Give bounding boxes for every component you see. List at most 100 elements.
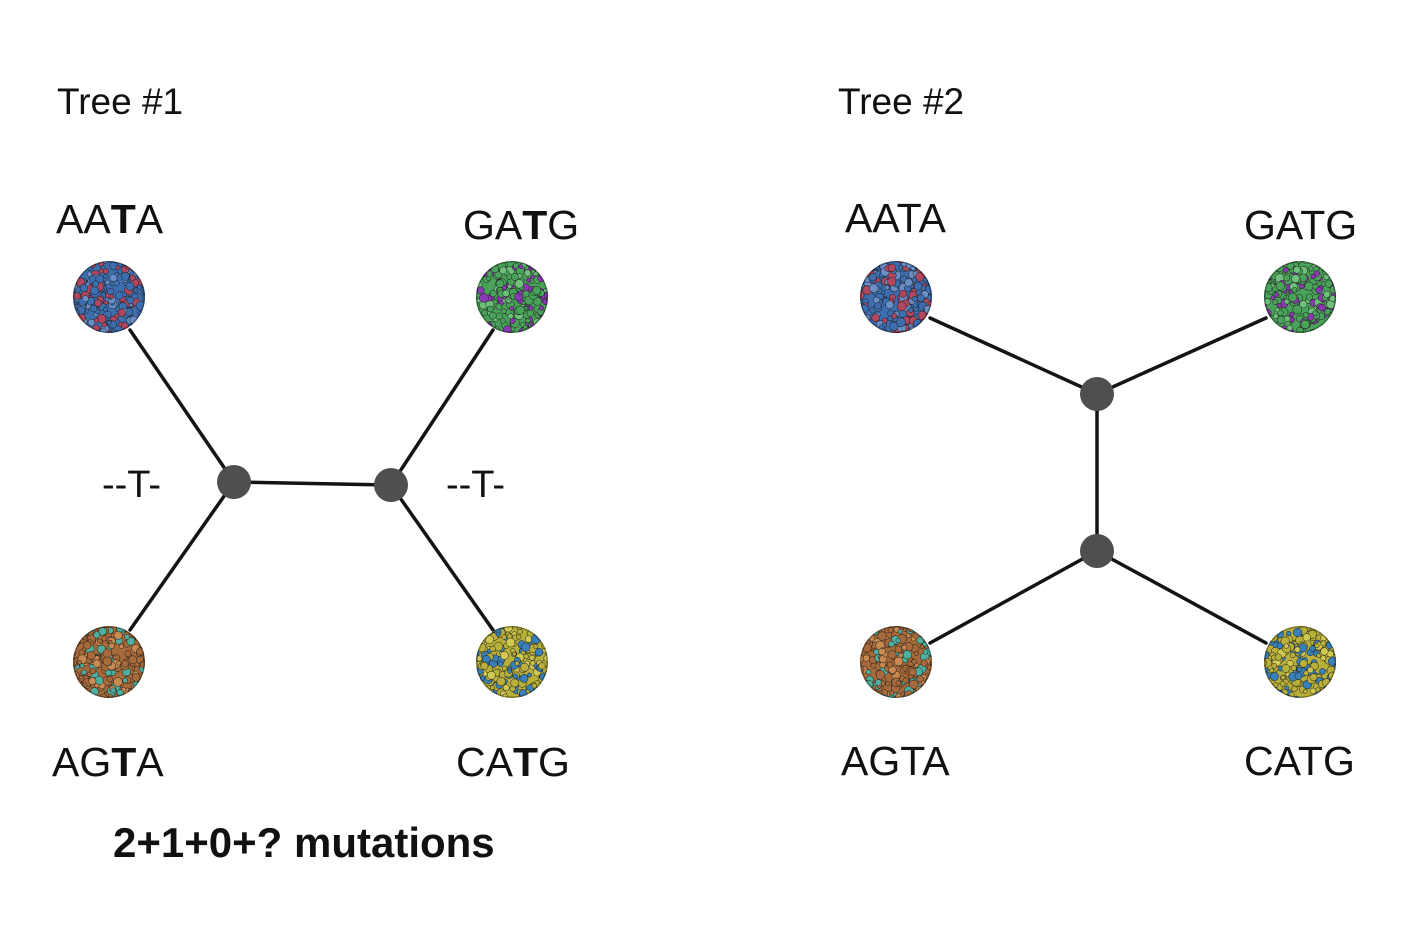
virus-spike [898, 289, 907, 298]
tree-2-seq-gatg: GATG [1244, 202, 1357, 248]
virus-spike [910, 265, 916, 271]
tree-1-branch-catg [389, 483, 495, 632]
virus-spike [531, 683, 538, 689]
virus-spike [487, 670, 496, 680]
virus-spike [499, 317, 506, 324]
virus-spike [526, 309, 535, 317]
virus-spike [507, 284, 513, 290]
virus-spike [124, 634, 130, 640]
virus-spike [887, 650, 897, 660]
virus-spike [113, 677, 123, 687]
virus-spike [107, 693, 113, 698]
virus-spike [509, 306, 515, 312]
virus-spike [1300, 319, 1310, 329]
virus-spike [532, 285, 542, 295]
virus-spike [113, 630, 123, 640]
virus-spike [120, 272, 130, 281]
virus-spike [1293, 627, 1303, 638]
virus-spike [1323, 290, 1331, 298]
tree-2-seq-agta: AGTA [841, 738, 950, 784]
virus-spike [1329, 295, 1336, 302]
virus-spike [1304, 281, 1314, 291]
virus-spike [877, 631, 887, 641]
virus-spike [911, 658, 918, 665]
virus-spike [129, 274, 136, 281]
virus-spike [1285, 630, 1292, 637]
virus-spike [107, 287, 114, 295]
tree-2-seq-catg: CATG [1244, 738, 1355, 784]
virus-spike [1280, 674, 1286, 681]
virus-spike [1275, 281, 1285, 291]
virus-spike [103, 261, 108, 264]
virus-spike [512, 673, 518, 679]
virus-spike [97, 314, 107, 324]
tree-2-seq-aata: AATA [845, 195, 947, 241]
virus-spike [116, 660, 122, 666]
virus-spike [1299, 300, 1308, 309]
virus-spike [1320, 640, 1327, 647]
virus-spike [1282, 267, 1289, 273]
virus-spike [116, 689, 124, 697]
virus-spike [482, 654, 491, 664]
virus-spike [92, 280, 100, 288]
virus-spike [525, 318, 531, 324]
virus-spike [501, 634, 507, 640]
virus-spike [898, 330, 905, 333]
virus-spike [114, 313, 120, 319]
virus-spike [126, 637, 136, 646]
virus-spike [1316, 653, 1321, 658]
virus-spike [909, 679, 919, 690]
virus-spike [1291, 274, 1300, 284]
virus-spike [1302, 688, 1308, 694]
virus-spike [887, 627, 894, 633]
virus-spike [881, 317, 888, 324]
virus-spike [862, 654, 870, 662]
virus-spike [1276, 303, 1282, 309]
virus-spike [860, 654, 864, 664]
tree-1-mutation-count: 2+1+0+? mutations [113, 819, 495, 866]
virus-spike [1292, 304, 1303, 315]
virus-spike [878, 647, 886, 656]
virus-spike [82, 682, 88, 688]
virus-spike [517, 290, 523, 296]
virus-spike [97, 638, 103, 644]
virus-spike [121, 291, 127, 298]
virus-spike [530, 660, 536, 666]
virus-spike [476, 655, 483, 662]
virus-spike [1283, 274, 1291, 282]
virus-spike [522, 324, 528, 330]
virus-spike [507, 313, 514, 320]
virus-spike [128, 655, 138, 665]
virus-spike [1303, 670, 1310, 676]
virus-spike [1269, 667, 1275, 673]
virus-spike [122, 677, 128, 684]
virus-spike [109, 273, 118, 282]
virus-spike [894, 645, 903, 654]
virus-spike [81, 295, 89, 303]
virus-spike [895, 317, 906, 328]
virus-spike [917, 310, 927, 320]
virus-spike [121, 660, 129, 668]
tree-1-branch-agta [128, 480, 236, 632]
virus-spike [1324, 279, 1333, 288]
tree-1: Tree #1 --T- --T- AATA GATG AGTA CATG 2+… [52, 81, 579, 866]
tree-2-branch-catg [1095, 549, 1268, 645]
virus-spike [510, 273, 519, 281]
virus-spike [1281, 664, 1291, 673]
tree-1-branch-gatg [389, 328, 495, 487]
virus-spike [485, 275, 491, 281]
virus-spike [502, 325, 512, 333]
virus-spike [1294, 646, 1301, 653]
virus-spike [1312, 310, 1319, 317]
virus-spike [514, 660, 520, 666]
virus-spike [523, 653, 529, 660]
virus-spike [489, 645, 496, 652]
virus-spike [1269, 672, 1279, 681]
virus-spike [103, 273, 109, 279]
virus-icon [860, 626, 932, 698]
virus-spike [481, 309, 489, 317]
virus-spike [904, 278, 913, 287]
virus-spike [106, 676, 113, 683]
virus-spike [894, 656, 904, 667]
